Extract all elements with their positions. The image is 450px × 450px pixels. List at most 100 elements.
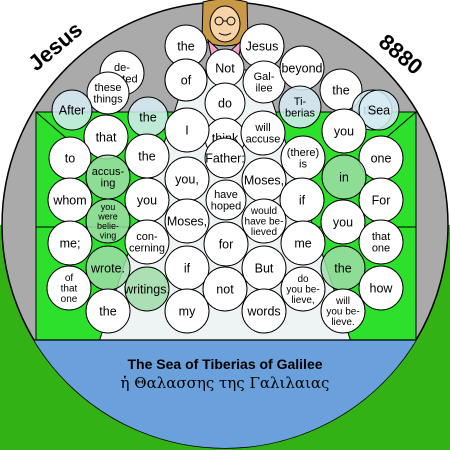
w-sea-bubble: Sea — [358, 89, 400, 131]
w-jesus-bubble: Jesus — [239, 23, 285, 69]
w-of-bubble: of — [164, 58, 208, 102]
w-for-2-circle — [203, 221, 249, 267]
w-my-bubble: my — [164, 288, 210, 334]
w-the-6-bubble: the — [320, 245, 366, 291]
w-my-circle — [164, 288, 210, 334]
w-do-bubble: do — [204, 82, 246, 124]
w-tiberias-circle — [278, 85, 322, 129]
w-that-one-1-circle — [358, 219, 404, 265]
w-concerning-circle — [124, 219, 170, 265]
w-would-have-believed-circle — [241, 198, 287, 244]
w-you-2-label: you, — [175, 172, 199, 186]
w-jesus-label: Jesus — [246, 39, 279, 53]
w-not-label: Not — [215, 61, 235, 75]
w-words-circle — [241, 288, 287, 334]
w-me-1-label: me; — [60, 236, 81, 250]
w-to-bubble: to — [48, 136, 92, 180]
w-accusing-label: accus-ing — [92, 166, 125, 190]
w-concerning-bubble: con-cerning — [124, 219, 170, 265]
w-the-7-circle — [85, 288, 131, 334]
w-of-circle — [164, 58, 208, 102]
w-wrote-bubble: wrote. — [85, 245, 131, 291]
w-writings-label: writings, — [123, 282, 170, 296]
w-beyond-label: beyond — [281, 61, 322, 75]
w-one-label: one — [371, 151, 392, 165]
caption-greek: ἡ Θαλασσης της Γαλιλαιας — [120, 374, 330, 392]
w-you-4-label: you — [333, 215, 353, 229]
w-will-accuse-circle — [240, 110, 286, 156]
w-if-2-label: if — [184, 261, 191, 275]
w-father-label: Father: — [205, 151, 245, 165]
w-whom-bubble: whom — [47, 177, 93, 223]
w-in-circle — [321, 154, 367, 200]
w-the-7-bubble: the — [85, 288, 131, 334]
w-after-bubble: After — [51, 89, 93, 131]
caption-english: The Sea of Tiberias of Galilee — [127, 356, 323, 372]
w-how-label: how — [370, 281, 394, 295]
w-you-1-label: you — [334, 124, 354, 138]
w-galilee-label: Gal-ilee — [254, 71, 275, 95]
w-you-4-circle — [320, 199, 366, 245]
w-the-4-label: the — [139, 110, 156, 124]
w-me-2-label: me — [294, 236, 311, 250]
w-you-2-bubble: you, — [164, 156, 210, 202]
w-my-label: my — [179, 304, 196, 318]
w-moses-2-bubble: Moses, — [164, 198, 210, 244]
w-i-label: I — [185, 123, 188, 137]
w-if-1-label: if — [299, 193, 306, 207]
w-there-is-bubble: (there)is — [280, 135, 326, 181]
w-the-4-bubble: the — [127, 96, 169, 138]
w-there-is-label: (there)is — [287, 147, 319, 171]
w-not-2-bubble: not — [202, 266, 248, 312]
w-how-circle — [358, 265, 404, 311]
w-i-bubble: I — [164, 107, 210, 153]
w-the-5-bubble: the — [124, 133, 170, 179]
w-in-label: in — [339, 170, 349, 184]
w-moses-2-circle — [164, 198, 210, 244]
w-beyond-bubble: beyond — [279, 45, 325, 91]
w-the-top-label: the — [177, 39, 194, 53]
w-moses-1-bubble: Moses, — [241, 157, 287, 203]
w-do-you-believe-circle — [280, 266, 326, 312]
w-not-2-circle — [202, 266, 248, 312]
w-you-3-label: you — [137, 193, 157, 207]
w-for-2-label: for — [219, 237, 234, 251]
w-father-circle — [204, 137, 246, 179]
w-you-1-bubble: you — [321, 108, 367, 154]
w-the-7-label: the — [99, 304, 116, 318]
w-words-bubble: words — [241, 288, 287, 334]
w-but-label: But — [255, 261, 274, 275]
w-galilee-bubble: Gal-ilee — [242, 60, 286, 104]
w-whom-label: whom — [52, 193, 86, 207]
w-tiberias-bubble: Ti-berias — [278, 85, 322, 129]
w-after-label: After — [59, 103, 85, 117]
w-not-2-label: not — [216, 282, 234, 296]
w-how-bubble: how — [358, 265, 404, 311]
w-to-label: to — [65, 151, 75, 165]
w-not-bubble: Not — [205, 48, 245, 88]
w-you-3-bubble: you — [124, 177, 170, 223]
w-me-2-circle — [280, 220, 326, 266]
w-do-label: do — [218, 96, 232, 110]
w-for-2-bubble: for — [203, 221, 249, 267]
w-moses-2-label: Moses, — [167, 214, 207, 228]
w-sea-circle — [358, 89, 400, 131]
w-moses-1-label: Moses, — [244, 173, 284, 187]
w-for-1-bubble: For — [358, 177, 404, 223]
w-the-2-label: the — [332, 83, 349, 97]
